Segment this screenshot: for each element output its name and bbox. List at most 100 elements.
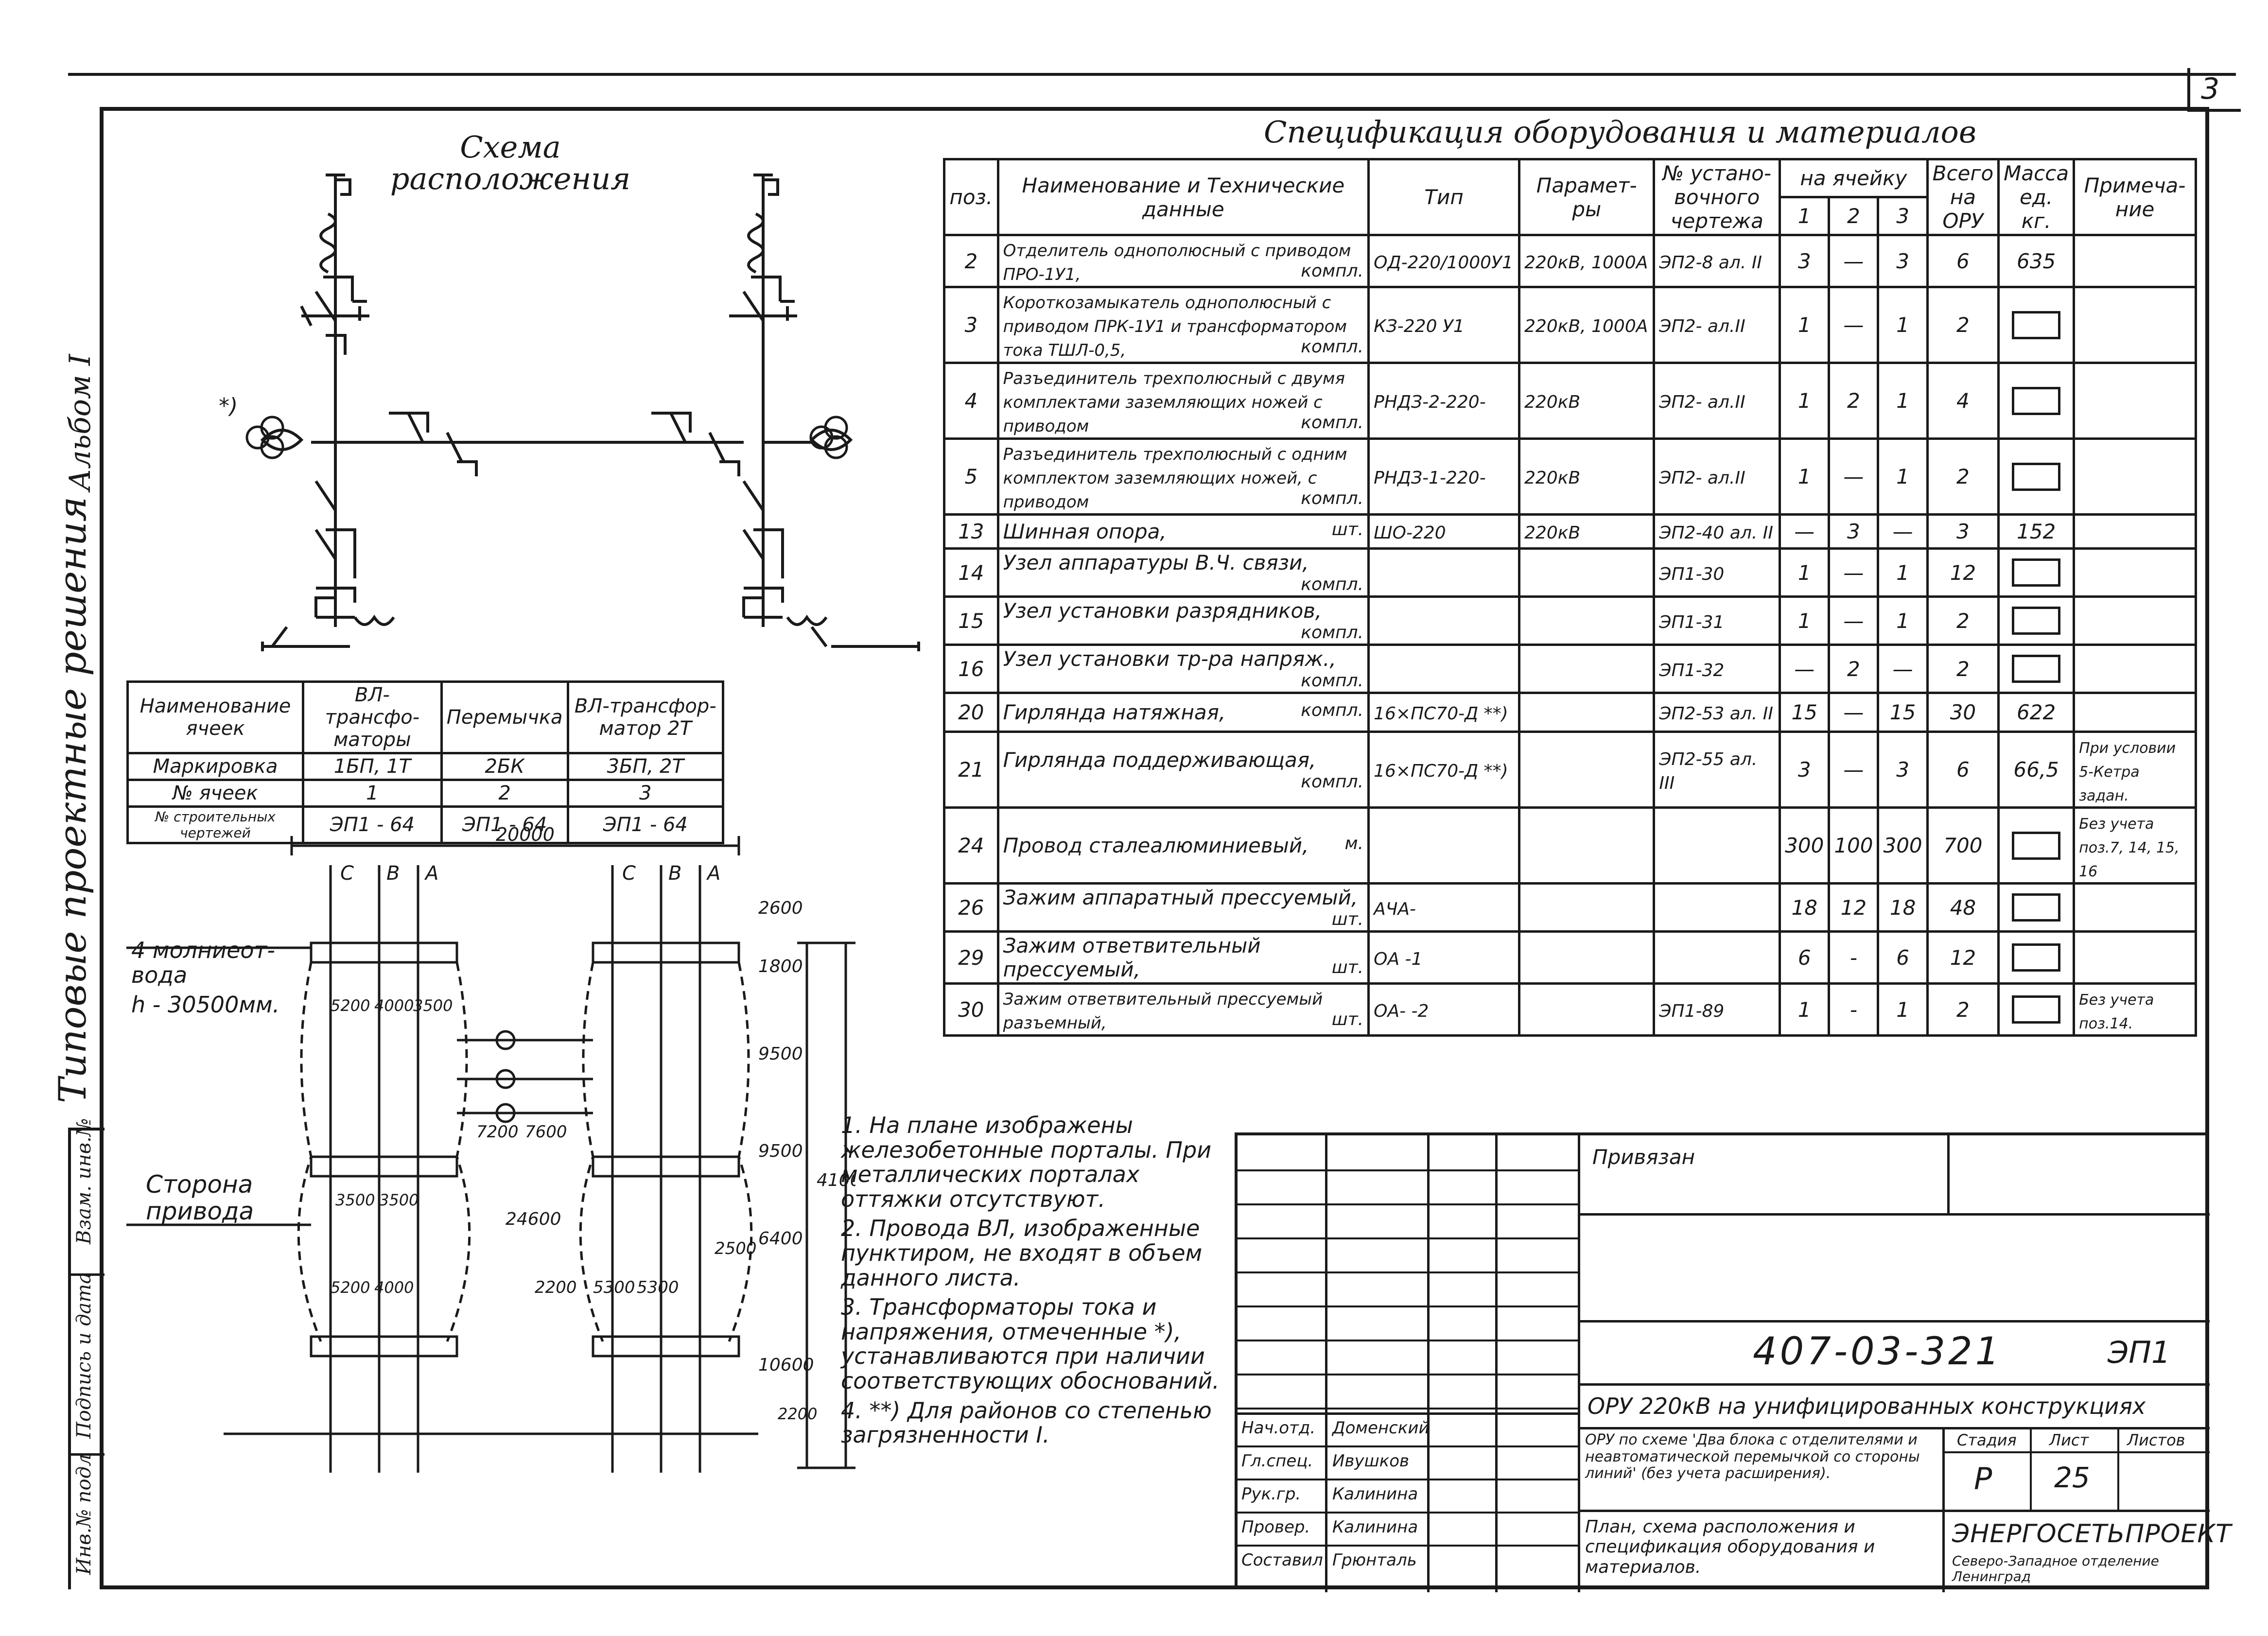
spec-value: 3 [1797, 758, 1811, 782]
spec-value: ЭП2-8 ал. II [1659, 252, 1762, 273]
sidebar-sign-label: Подпись и дата [73, 1272, 95, 1439]
spec-value: 29 [958, 945, 984, 970]
spec-value: 100 [1834, 834, 1873, 857]
spec-cell-note [2073, 547, 2197, 598]
spec-cell-params: 220кВ [1518, 362, 1656, 440]
spec-cell-c1: 1 [1779, 547, 1831, 598]
spec-value: 2 [1956, 465, 1970, 488]
spec-value: 15 [958, 609, 984, 633]
spec-cell-pos: 5 [943, 437, 999, 516]
spec-value: 1 [1896, 997, 1909, 1022]
spec-cell-pos: 30 [943, 982, 999, 1037]
sheet-number: 25 [2054, 1461, 2090, 1494]
spec-cell-c1: 1 [1779, 362, 1831, 440]
spec-col-drawing: № устано-вочного чертежа [1653, 158, 1781, 236]
spec-cell-type: 16×ПС70-Д **) [1367, 731, 1521, 809]
tied-label: Привязан [1592, 1145, 1695, 1169]
scheme-title-line1: Схема [460, 129, 561, 165]
spec-value: 12 [1840, 895, 1867, 920]
spec-cell-name: Отделитель однополюсный с приводом ПРО-1… [996, 234, 1370, 288]
drive-side-label: Сторона привода [146, 1170, 254, 1225]
spec-value: ЭП1-89 [1659, 1001, 1725, 1021]
dim-3500-c: 3500 [413, 996, 453, 1015]
spec-value: 1 [1896, 465, 1909, 488]
spec-value: 3 [1896, 758, 1909, 782]
spec-cell-type [1367, 547, 1521, 598]
spec-value: ОА- -2 [1374, 1001, 1429, 1021]
title-block: Привязан 407-03-321 ЭП1 ОРУ 220кВ на уни… [1235, 1132, 2231, 1592]
spec-cell-c2: — [1828, 731, 1880, 809]
dim-5300-b: 5300 [637, 1278, 679, 1297]
spec-cell-total: 700 [1926, 806, 2000, 885]
spec-cell-total: 48 [1926, 882, 2000, 933]
cell-table-header-2: Перемычка [440, 680, 569, 754]
spec-item-name: Разъединитель трехполюсный с одним компл… [1003, 445, 1347, 512]
spec-value: 16 [958, 657, 984, 681]
sheet-corner-number: 3 [2201, 72, 2220, 106]
org-sub: Северо-Западное отделение Ленинград [1952, 1553, 2159, 1585]
spec-cell-total: 2 [1926, 982, 2000, 1037]
spec-col-cell-1: 1 [1779, 196, 1831, 236]
spec-cell-pos: 3 [943, 286, 999, 364]
phase-label-c: С [340, 862, 354, 885]
spec-cell-name: Узел установки тр-ра напряж.,компл. [996, 644, 1370, 694]
spec-value: 6 [1896, 945, 1909, 970]
single-line-scheme: *) [219, 174, 920, 651]
spec-cell-mass [1997, 882, 2076, 933]
spec-cell-c2: - [1828, 982, 1880, 1037]
cell-table-cell: 3БП, 2Т [566, 752, 725, 781]
spec-cell-total: 12 [1926, 930, 2000, 985]
spec-cell-pos: 21 [943, 731, 999, 809]
phase-label-a: А [706, 862, 720, 885]
spec-value: — [1843, 313, 1864, 337]
spec-item-unit: шт. [1331, 909, 1364, 929]
blank-field [2012, 607, 2061, 635]
spec-col-note: Примеча-ние [2073, 158, 2197, 236]
spec-value: 2 [964, 249, 978, 273]
spec-cell-params [1518, 882, 1656, 933]
notes-block: 1. На плане изображены железобетонные по… [841, 1113, 1239, 1447]
spec-cell-c2: 12 [1828, 882, 1880, 933]
spec-value: 18 [1791, 895, 1817, 920]
spec-value: 2 [1956, 313, 1970, 337]
blank-field [2012, 893, 2061, 922]
sidebar-inv-label: Инв.№ подл [73, 1454, 95, 1575]
spec-cell-pos: 4 [943, 362, 999, 440]
dim-9500-a: 9500 [758, 1044, 803, 1064]
cell-table-cell: 2 [440, 779, 569, 808]
spec-cell-params: 220кВ, 1000А [1518, 234, 1656, 288]
spec-value: 1 [1797, 609, 1811, 633]
spec-value: 1 [1896, 389, 1909, 413]
spec-cell-c1: — [1779, 513, 1831, 550]
spec-cell-c2: — [1828, 437, 1880, 516]
spec-cell-name: Узел аппаратуры В.Ч. связи,компл. [996, 547, 1370, 598]
spec-cell-pos: 14 [943, 547, 999, 598]
spec-cell-name: Гирлянда поддерживающая,компл. [996, 731, 1370, 809]
scheme-title-line2: расположения [390, 161, 631, 197]
spec-value: 3 [1797, 249, 1811, 273]
blank-field [2012, 558, 2061, 587]
cell-table-cell: 1 [302, 779, 443, 808]
spec-value: 3 [1956, 520, 1970, 543]
spec-cell-note: При условии 5-Кетра задан. [2073, 731, 2197, 809]
cell-table-cell: 3 [566, 779, 725, 808]
staff-name: Грюнталь [1332, 1550, 1417, 1570]
spec-value: — [1892, 520, 1913, 543]
spec-cell-total: 3 [1926, 513, 2000, 550]
spec-cell-c1: 3 [1779, 234, 1831, 288]
spec-cell-pos: 15 [943, 595, 999, 646]
dim-7600: 7600 [525, 1122, 567, 1142]
dim-7200: 7200 [476, 1122, 519, 1142]
spec-cell-type: КЗ-220 У1 [1367, 286, 1521, 364]
spec-cell-type: РНДЗ-1-220- [1367, 437, 1521, 516]
spec-cell-type: 16×ПС70-Д **) [1367, 692, 1521, 733]
spec-cell-mass [1997, 644, 2076, 694]
spec-item-name: Разъединитель трехполюсный с двумя компл… [1003, 369, 1345, 436]
spec-cell-note [2073, 286, 2197, 364]
spec-cell-c1: 1 [1779, 595, 1831, 646]
spec-value: КЗ-220 У1 [1374, 316, 1465, 336]
spec-cell-c1: — [1779, 644, 1831, 694]
spec-item-unit: компл. [1301, 574, 1364, 594]
